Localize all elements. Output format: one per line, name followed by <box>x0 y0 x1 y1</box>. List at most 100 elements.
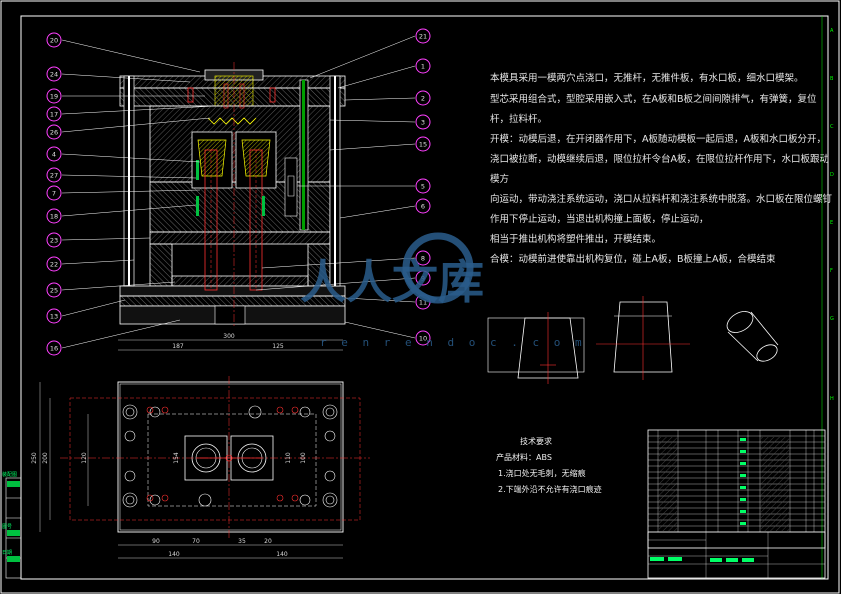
dimension-label: 250 <box>31 452 38 464</box>
balloon: 7 <box>46 185 62 201</box>
zone-letter: E <box>830 220 833 226</box>
design-notes: 本模具采用一模两穴点浇口，无推杆，无推件板，有水口板，细水口模架。 型芯采用组合… <box>490 72 833 265</box>
balloon: 20 <box>46 32 62 48</box>
dimension-label: 20 <box>264 538 272 545</box>
balloon: 15 <box>415 136 431 152</box>
side-stamp: 日期 <box>2 550 12 556</box>
zone-letter: D <box>830 172 834 178</box>
mold-plan-view: 300 187 125 250 200 120 154 110 100 90 7… <box>31 333 370 559</box>
dimension-label: 90 <box>152 538 160 545</box>
part-views <box>487 296 779 384</box>
side-stamp: 装配图 <box>2 471 17 478</box>
balloon: 19 <box>46 88 62 104</box>
note-line: 向运动，带动浇注系统运动，浇口从拉料杆和浇注系统中脱落。水口板在限位螺钉 <box>490 193 833 205</box>
note-line: 浇口被拉断，动模继续后退，限位拉杆令台A板，在限位拉杆作用下，水口板跟动 <box>490 153 829 165</box>
technical-requirements: 技术要求 产品材料：ABS 1.浇口处无毛刺，无缩痕 2.下端外沿不允许有浇口痕… <box>496 436 602 494</box>
balloon: 10 <box>415 330 431 346</box>
balloon: 17 <box>46 106 62 122</box>
balloon: 23 <box>46 232 62 248</box>
balloon: 1 <box>415 58 431 74</box>
balloon-label: 25 <box>50 287 58 295</box>
watermark-text: 人人文库 <box>300 255 484 309</box>
balloon-label: 9 <box>421 275 425 283</box>
dimension-label: 120 <box>81 452 88 464</box>
balloon-label: 15 <box>419 141 427 149</box>
balloon-label: 8 <box>421 255 425 263</box>
zone-letter: H <box>830 396 834 402</box>
requirements-item: 1.浇口处无毛刺，无缩痕 <box>498 468 586 478</box>
balloon-label: 23 <box>50 237 58 245</box>
balloon-label: 17 <box>50 111 58 119</box>
balloon-label: 3 <box>421 119 425 127</box>
balloons-right: 21 1 2 3 15 5 6 8 9 11 10 <box>255 28 431 346</box>
dimension-label: 100 <box>300 452 307 464</box>
watermark-url: r e n r e n d o c . c o m <box>320 336 586 349</box>
balloon: 4 <box>46 146 62 162</box>
balloon-label: 19 <box>50 93 58 101</box>
balloon-label: 16 <box>50 345 58 353</box>
requirements-item: 2.下端外沿不允许有浇口痕迹 <box>498 484 602 494</box>
balloons-left: 20 24 19 17 26 4 27 7 18 23 22 25 13 16 <box>46 32 216 356</box>
note-line: 合模：动模前进使靠出机构复位，碰上A板，B板撞上A板，合模结束 <box>490 253 776 265</box>
zone-letter: A <box>830 28 834 34</box>
note-line: 作用下停止运动，当退出机构撞上面板，停止运动， <box>490 213 709 225</box>
note-line: 模方 <box>490 173 509 185</box>
balloon-label: 13 <box>50 313 58 321</box>
requirements-material: 产品材料：ABS <box>496 452 552 462</box>
side-stamp: 图号 <box>2 524 12 530</box>
balloon-label: 24 <box>50 71 58 79</box>
watermark: 人人文库 r e n r e n d o c . c o m <box>300 232 586 349</box>
note-line: 本模具采用一模两穴点浇口，无推杆，无推件板，有水口板，细水口模架。 <box>490 72 804 84</box>
dimension-label: 70 <box>192 538 200 545</box>
balloon: 6 <box>415 198 431 214</box>
dimension-label: 140 <box>168 551 180 558</box>
balloon-label: 22 <box>50 261 58 269</box>
zone-letter: B <box>830 76 834 82</box>
balloon: 18 <box>46 208 62 224</box>
side-stamps: 装配图 图号 日期 <box>2 471 22 579</box>
note-line: 型芯采用组合式，型腔采用嵌入式，在A板和B板之间间隙排气，有弹簧，复位 <box>490 93 817 105</box>
balloon: 25 <box>46 282 62 298</box>
dimension-label: 300 <box>223 333 235 340</box>
zone-letter: F <box>830 268 833 274</box>
dimension-label: 187 <box>172 343 184 350</box>
zone-letters: A B C D E F G H <box>821 16 834 579</box>
dimension-label: 35 <box>238 538 246 545</box>
balloon-label: 2 <box>421 95 425 103</box>
balloon-label: 6 <box>421 203 425 211</box>
dimension-label: 200 <box>42 452 49 464</box>
balloon: 21 <box>415 28 431 44</box>
balloon-label: 1 <box>421 63 425 71</box>
balloon-label: 18 <box>50 213 58 221</box>
balloon: 27 <box>46 167 62 183</box>
note-line: 杆，拉料杆。 <box>490 113 547 125</box>
note-line: 开模：动模后退，在开闭器作用下，A板随动模板一起后退，A板和水口板分开， <box>490 133 826 145</box>
balloon: 16 <box>46 340 62 356</box>
bill-of-materials <box>647 429 826 579</box>
balloon: 9 <box>415 270 431 286</box>
dimension-label: 110 <box>285 452 292 464</box>
balloon: 2 <box>415 90 431 106</box>
balloon-label: 5 <box>421 183 425 191</box>
balloon: 22 <box>46 256 62 272</box>
balloon: 26 <box>46 124 62 140</box>
zone-letter: C <box>830 124 834 130</box>
balloon: 24 <box>46 66 62 82</box>
balloon-label: 26 <box>50 129 58 137</box>
balloon-label: 21 <box>419 33 427 41</box>
balloon-label: 27 <box>50 172 58 180</box>
balloon-label: 11 <box>419 299 427 307</box>
balloon: 13 <box>46 308 62 324</box>
balloon-label: 20 <box>50 37 58 45</box>
balloon: 5 <box>415 178 431 194</box>
balloon-label: 7 <box>52 190 56 198</box>
balloon: 3 <box>415 114 431 130</box>
note-line: 相当于推出机构将塑件推出，开模结束。 <box>490 233 661 245</box>
balloon: 8 <box>415 250 431 266</box>
balloon-label: 4 <box>52 151 56 159</box>
mold-section-view <box>119 62 346 328</box>
zone-letter: G <box>830 316 834 322</box>
dimension-label: 125 <box>272 343 284 350</box>
